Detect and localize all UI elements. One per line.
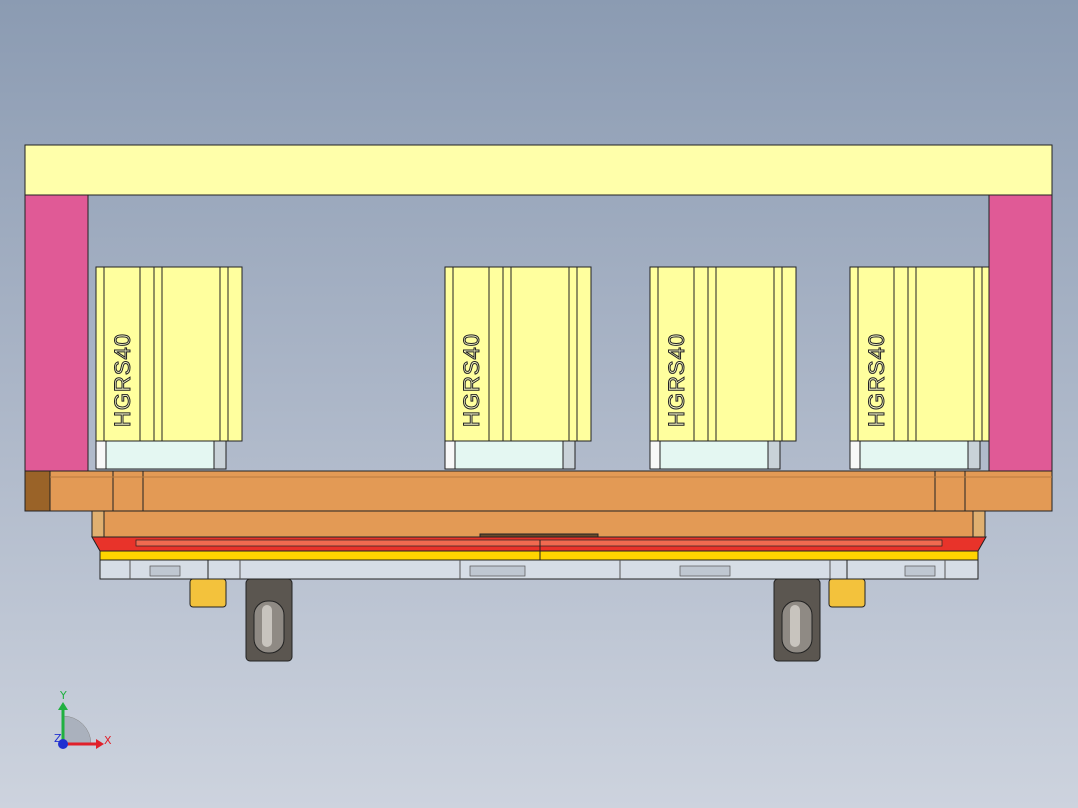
block-label: HGRS40 — [664, 333, 689, 427]
rail-block: HGRS40 — [444, 266, 592, 470]
block-label: HGRS40 — [864, 333, 889, 427]
z-axis-dot — [58, 739, 68, 749]
base-plate — [24, 470, 1053, 512]
locating-pin — [189, 560, 227, 608]
block-label: HGRS40 — [110, 333, 135, 427]
lower-plate — [91, 510, 986, 539]
top-beam — [24, 144, 1053, 196]
locating-pin — [828, 560, 866, 608]
caster-wheel — [245, 578, 293, 662]
right-post — [988, 194, 1053, 472]
caster-wheel — [773, 578, 821, 662]
orientation-triad[interactable]: X Y Z — [54, 689, 112, 749]
rail-block: HGRS40 — [649, 266, 797, 470]
left-post — [24, 194, 89, 472]
fixture-assembly — [91, 536, 987, 580]
rail-block: HGRS40 — [849, 266, 990, 470]
y-axis-label: Y — [59, 689, 67, 702]
block-label: HGRS40 — [459, 333, 484, 427]
rail-block: HGRS40 — [95, 266, 243, 470]
x-axis-label: X — [104, 734, 112, 747]
z-axis-label: Z — [54, 732, 62, 745]
